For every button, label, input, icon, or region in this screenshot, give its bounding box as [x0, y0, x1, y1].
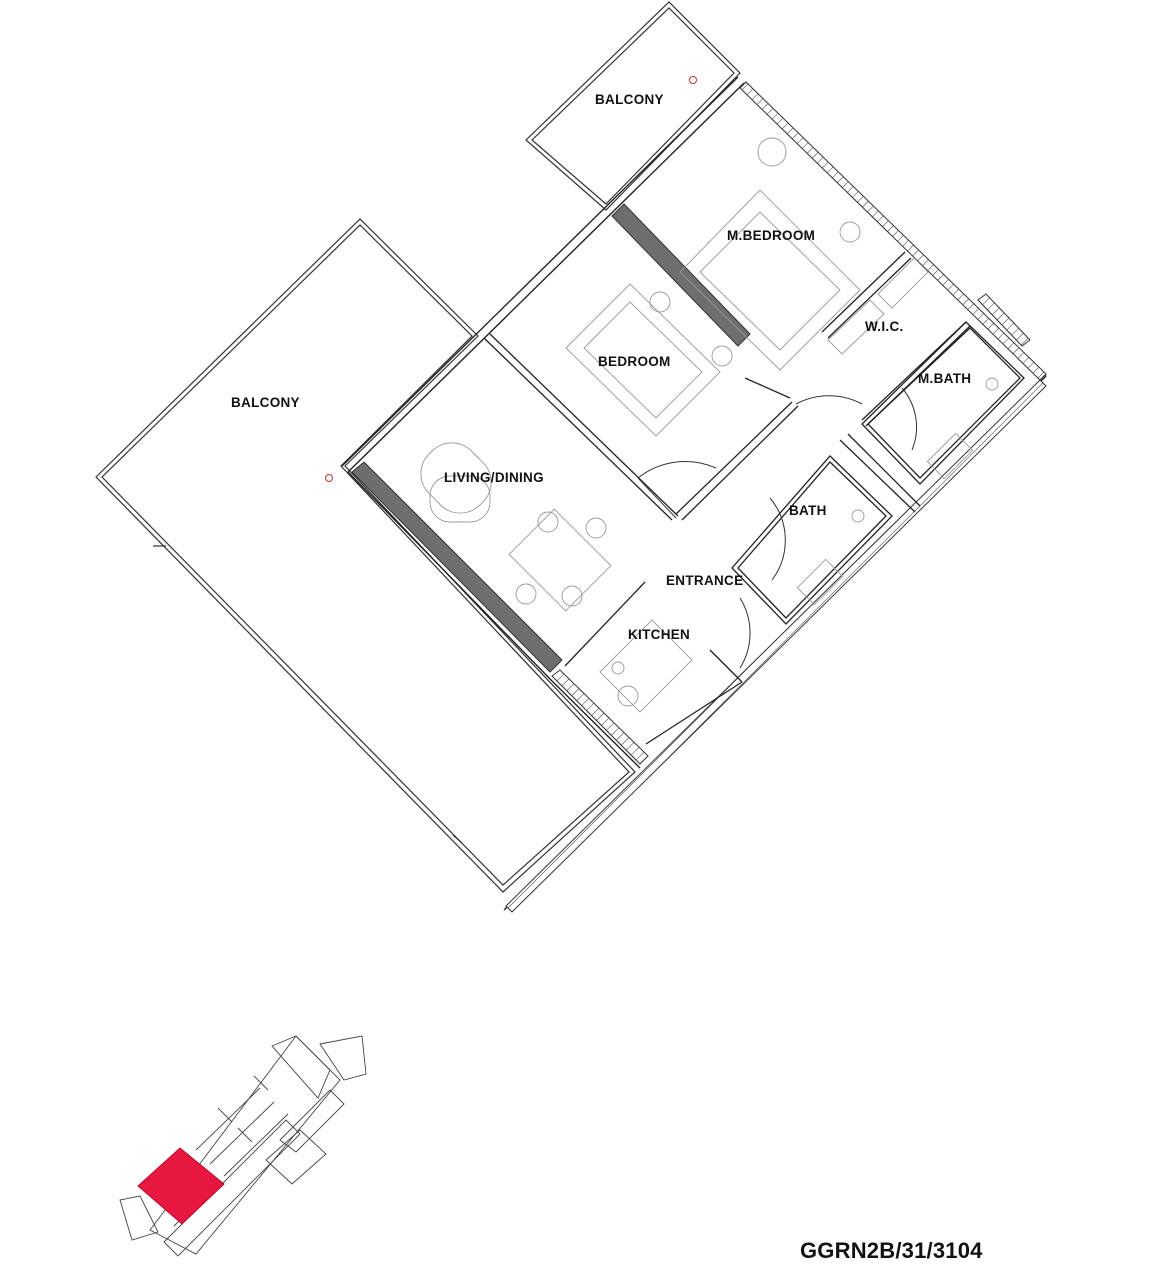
unit-code: GGRN2B/31/3104	[800, 1238, 983, 1263]
interior-walls	[483, 251, 1025, 745]
drain-marker-top	[689, 76, 697, 84]
label-balcony-left: BALCONY	[231, 395, 300, 410]
label-living-dining: LIVING/DINING	[444, 470, 544, 485]
label-master-bath: M.BATH	[918, 371, 971, 386]
label-bedroom: BEDROOM	[598, 354, 671, 369]
drain-marker-left	[325, 474, 333, 482]
furniture	[420, 137, 999, 713]
label-bath: BATH	[789, 503, 827, 518]
label-wic: W.I.C.	[865, 319, 904, 334]
label-entrance: ENTRANCE	[666, 573, 743, 588]
label-kitchen: KITCHEN	[628, 627, 690, 642]
balcony-left	[95, 218, 636, 893]
key-plan	[119, 1035, 367, 1257]
unit-outline	[341, 76, 1047, 911]
structural-wall-bedroom	[611, 203, 751, 347]
structural-wall-living	[351, 461, 563, 673]
hatched-walls	[505, 81, 1047, 913]
label-balcony-top: BALCONY	[595, 92, 664, 107]
key-plan-unit-highlight	[137, 1147, 225, 1225]
door-swings	[637, 387, 918, 669]
label-master-bedroom: M.BEDROOM	[727, 228, 815, 243]
balcony-top	[525, 1, 741, 211]
